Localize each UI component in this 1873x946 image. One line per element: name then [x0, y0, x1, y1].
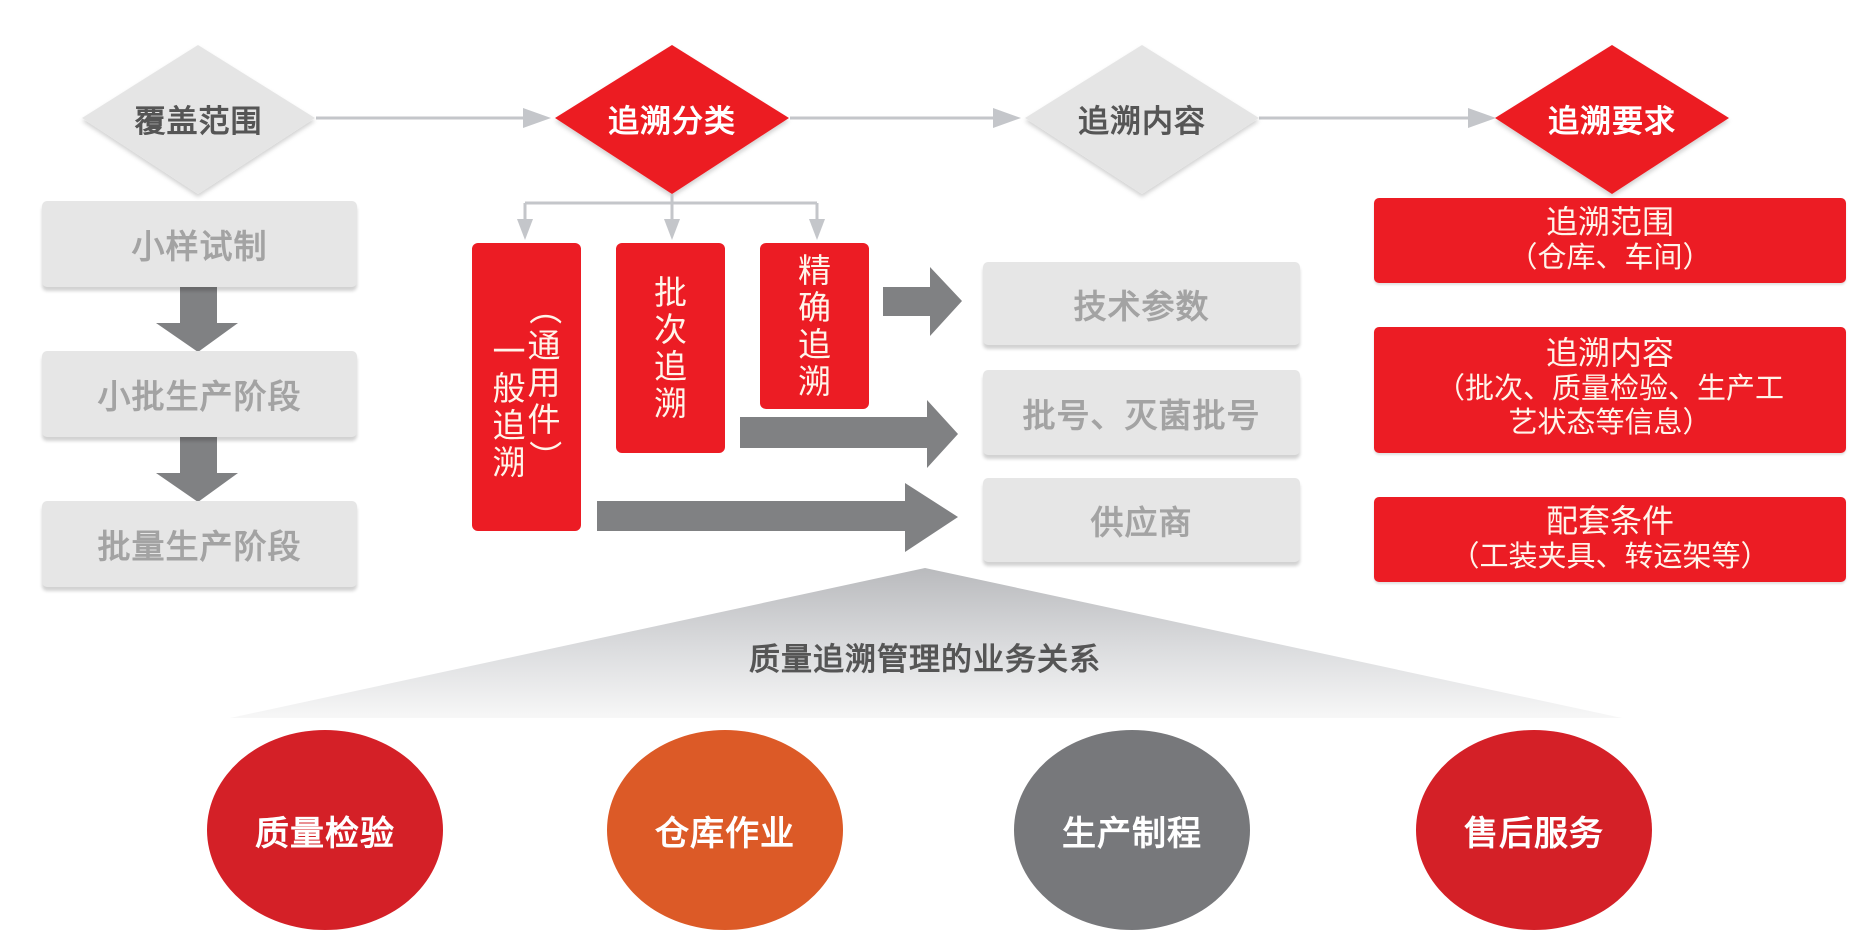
vertical-char: 溯 [654, 384, 687, 423]
arrowhead-icon [993, 108, 1021, 128]
down-arrowhead-icon [664, 219, 680, 240]
requirement-title: 配套条件 [1545, 502, 1674, 540]
down-arrowhead-icon [517, 219, 533, 240]
diamond-content [1025, 45, 1259, 194]
class-box-batch: 批次追溯 [616, 243, 725, 453]
content-box-batch-number: 批号、灭菌批号 [983, 370, 1300, 455]
vertical-char: 追 [798, 325, 831, 364]
header-connector-1 [316, 108, 551, 128]
requirement-box-scope: 追溯范围 （仓库、车间） [1374, 198, 1846, 283]
vertical-char: 般 [492, 369, 526, 408]
requirement-detail-line1: （批次、质量检验、生产工 [1435, 371, 1784, 405]
relation-circle-production: 生产制程 [1014, 730, 1250, 930]
requirement-box-content: 追溯内容 （批次、质量检验、生产工 艺状态等信息） [1374, 327, 1846, 453]
vertical-char: （ [524, 291, 564, 325]
vertical-char: 确 [798, 288, 831, 327]
requirement-detail: （工装夹具、转运架等） [1450, 539, 1770, 573]
step-label-requirements: 追溯要求 [1548, 103, 1676, 140]
diamond-coverage [82, 45, 315, 194]
stage-box-small-batch: 小批生产阶段 [42, 351, 357, 437]
vertical-char: 用 [527, 362, 561, 402]
vertical-char: 次 [654, 310, 687, 349]
relation-label: 质量检验 [255, 813, 395, 854]
arrowhead-icon [1468, 108, 1496, 128]
vertical-char: 精 [798, 251, 831, 290]
class-general-main: 一般追溯 [493, 333, 526, 481]
relation-label: 仓库作业 [655, 813, 795, 854]
step-label-coverage: 覆盖范围 [134, 103, 263, 140]
header-connector-2 [790, 108, 1021, 128]
down-arrow-icon [156, 287, 238, 352]
content-box-supplier: 供应商 [983, 478, 1300, 562]
class-batch-label: 批次追溯 [654, 274, 687, 422]
stage-label: 小样试制 [131, 227, 268, 266]
relation-circle-warehouse: 仓库作业 [607, 730, 843, 930]
right-arrow-icon [883, 267, 962, 336]
step-label-classification: 追溯分类 [608, 103, 736, 140]
diamond-classification [555, 45, 789, 194]
content-box-tech-params: 技术参数 [983, 262, 1300, 345]
relation-label: 生产制程 [1062, 813, 1202, 854]
vertical-char: 溯 [798, 362, 831, 401]
class-box-general: 一般追溯 （通用件） [472, 243, 581, 531]
relation-label: 售后服务 [1464, 813, 1604, 854]
requirement-title: 追溯内容 [1545, 334, 1674, 372]
vertical-char: 一 [492, 332, 526, 371]
relations-triangle [230, 568, 1622, 718]
classification-bracket [523, 194, 819, 222]
class-box-precise: 精确追溯 [760, 243, 869, 409]
vertical-char: 件 [527, 399, 561, 439]
vertical-char: 批 [654, 273, 687, 312]
diamond-requirements [1495, 45, 1729, 194]
requirement-box-conditions: 配套条件 （工装夹具、转运架等） [1374, 497, 1846, 582]
stage-box-mass-production: 批量生产阶段 [42, 501, 357, 587]
content-label: 技术参数 [1073, 286, 1210, 326]
vertical-char: ） [524, 439, 564, 473]
header-connector-3 [1259, 108, 1496, 128]
stage-label: 批量生产阶段 [97, 527, 302, 566]
stage-box-sample-trial: 小样试制 [42, 201, 357, 287]
relation-circle-quality-inspection: 质量检验 [207, 730, 443, 930]
vertical-char: 追 [654, 347, 687, 386]
arrowhead-icon [523, 108, 551, 128]
relations-title: 质量追溯管理的业务关系 [749, 642, 1101, 678]
requirement-detail: （仓库、车间） [1508, 240, 1712, 274]
vertical-char: 溯 [492, 443, 526, 482]
step-label-content: 追溯内容 [1078, 103, 1206, 140]
down-arrow-icon [156, 437, 238, 502]
right-arrow-icon [740, 400, 958, 468]
content-label: 批号、灭菌批号 [1022, 395, 1261, 435]
relation-circle-after-sales: 售后服务 [1416, 730, 1652, 930]
requirement-title: 追溯范围 [1545, 203, 1674, 241]
vertical-char: 追 [492, 406, 526, 445]
right-arrow-icon [597, 483, 958, 552]
content-label: 供应商 [1090, 503, 1193, 542]
class-general-note: （通用件） [524, 290, 564, 475]
vertical-char: 通 [527, 325, 561, 365]
requirement-detail-line2: 艺状态等信息） [1508, 405, 1712, 439]
class-precise-label: 精确追溯 [798, 252, 831, 400]
stage-label: 小批生产阶段 [97, 377, 302, 416]
down-arrowhead-icon [809, 219, 825, 240]
